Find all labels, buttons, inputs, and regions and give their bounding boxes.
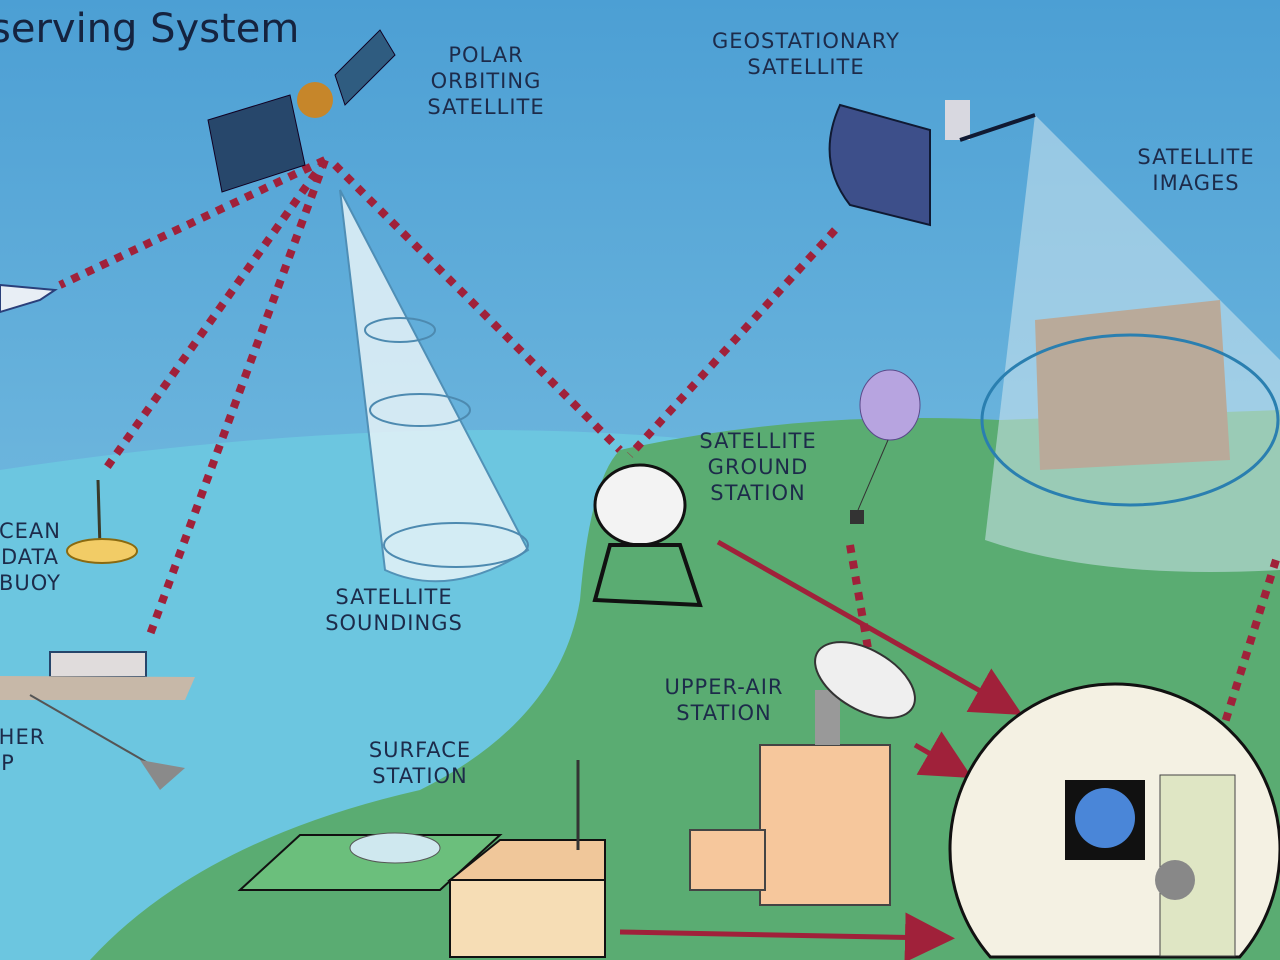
svg-text:BUOY: BUOY — [0, 571, 61, 595]
svg-text:STATION: STATION — [710, 481, 806, 505]
label-satellite-soundings: SATELLITE SOUNDINGS — [325, 585, 463, 635]
svg-text:UPPER-AIR: UPPER-AIR — [665, 675, 784, 699]
link-ship — [144, 158, 329, 642]
svg-text:CEAN: CEAN — [0, 519, 61, 543]
weather-ship-icon — [0, 651, 195, 790]
svg-text:SATELLITE: SATELLITE — [699, 429, 816, 453]
satellite-ground-station-icon — [592, 463, 703, 608]
ocean-buoy-icon — [66, 479, 138, 564]
sounding-ring — [383, 522, 529, 568]
polar-satellite-icon — [207, 29, 396, 193]
link-ground-geo — [627, 227, 838, 458]
cloud-image — [1035, 300, 1230, 470]
label-satellite-images: SATELLITE IMAGES — [1137, 145, 1254, 195]
svg-text:SATELLITE: SATELLITE — [1137, 145, 1254, 169]
link-upper-air — [846, 544, 874, 661]
svg-text:HER: HER — [0, 725, 45, 749]
svg-text:DATA: DATA — [1, 545, 59, 569]
image-footprint — [980, 333, 1280, 507]
svg-text:P: P — [1, 751, 15, 775]
label-surface-station: SURFACE STATION — [369, 738, 471, 788]
svg-text:SOUNDINGS: SOUNDINGS — [325, 611, 463, 635]
weather-balloon-icon — [850, 369, 921, 524]
forecast-center-icon — [948, 682, 1280, 959]
svg-text:SATELLITE: SATELLITE — [747, 55, 864, 79]
label-geostationary-satellite: GEOSTATIONARY SATELLITE — [712, 29, 900, 79]
svg-text:SATELLITE: SATELLITE — [427, 95, 544, 119]
sounding-ring — [364, 317, 436, 343]
svg-text:ORBITING: ORBITING — [431, 69, 542, 93]
arrow-surface-to-center — [619, 912, 955, 960]
diagram-title: serving System — [0, 6, 299, 52]
svg-text:STATION: STATION — [676, 701, 772, 725]
link-images — [1214, 558, 1280, 747]
aircraft-icon — [0, 283, 58, 314]
link-aircraft — [58, 156, 327, 289]
svg-text:SATELLITE: SATELLITE — [335, 585, 452, 609]
label-weather-ship: HER P — [0, 725, 45, 775]
label-ocean-buoy: CEAN DATA BUOY — [0, 519, 61, 595]
svg-text:GROUND: GROUND — [708, 455, 809, 479]
arrow-ground-to-center — [716, 539, 1023, 715]
link-ground-polar — [332, 162, 623, 453]
label-upper-air-station: UPPER-AIR STATION — [665, 675, 784, 725]
svg-text:IMAGES: IMAGES — [1152, 171, 1239, 195]
sounding-ring — [369, 393, 471, 427]
svg-text:STATION: STATION — [372, 764, 468, 788]
label-polar-satellite: POLAR ORBITING SATELLITE — [427, 43, 544, 119]
upper-air-station-icon — [689, 641, 916, 906]
svg-text:POLAR: POLAR — [448, 43, 523, 67]
arrow-upper-air-to-center — [913, 731, 973, 778]
surface-station-icon — [237, 760, 606, 958]
geostationary-satellite-icon — [828, 100, 1036, 227]
svg-text:SURFACE: SURFACE — [369, 738, 471, 762]
svg-text:GEOSTATIONARY: GEOSTATIONARY — [712, 29, 900, 53]
label-ground-station: SATELLITE GROUND STATION — [699, 429, 816, 505]
